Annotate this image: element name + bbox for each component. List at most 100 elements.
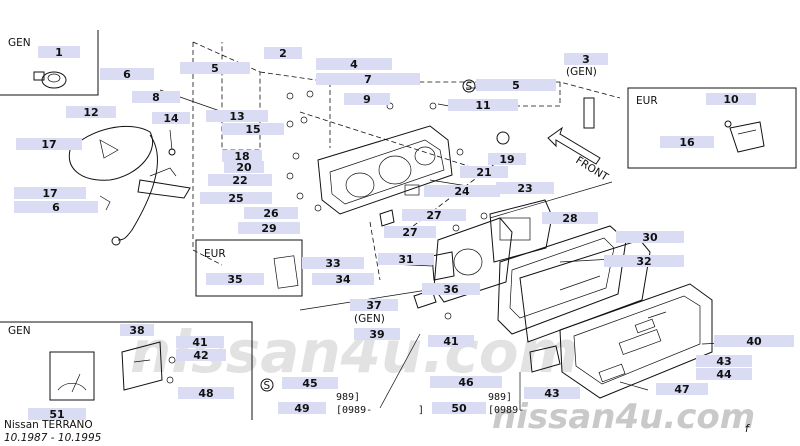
part-screws (166, 90, 488, 384)
part-cluster-lens (497, 225, 651, 343)
part-harness (68, 125, 191, 246)
callout-41a: 41 (176, 336, 224, 349)
callout-number: 24 (454, 185, 470, 198)
gen-box-top: GEN (0, 30, 99, 96)
eur-label-right: EUR (636, 95, 658, 107)
callout-number: 30 (642, 231, 658, 244)
callout-48: 48 (178, 387, 234, 400)
callout-number: 6 (52, 201, 60, 214)
callout-38: 38 (120, 324, 154, 337)
callout-30: 30 (616, 231, 684, 244)
callout-21: 21 (460, 166, 508, 179)
callout-12: 12 (66, 106, 116, 119)
callout-number: 18 (234, 150, 249, 163)
callout-number: 19 (499, 153, 514, 166)
callout-number: 47 (674, 383, 689, 396)
model-period: 10.1987 - 10.1995 (4, 432, 102, 444)
callout-46: 46 (430, 376, 502, 389)
callout-27a: 27 (402, 209, 466, 222)
callout-17b: 17 (14, 187, 86, 200)
callout-number: 16 (679, 136, 695, 149)
callout-22: 22 (208, 174, 272, 187)
callout-number: 27 (402, 226, 417, 239)
callout-6b: 6 (14, 201, 98, 214)
date-code-left: 989] [0989- ] (336, 392, 424, 416)
callout-26: 26 (244, 207, 298, 220)
callout-number: 9 (363, 93, 371, 106)
callout-number: 42 (193, 349, 208, 362)
callout-28: 28 (542, 212, 598, 225)
callout-2: 2 (264, 47, 302, 60)
callout-16: 16 (660, 136, 714, 149)
callout-number: 51 (49, 408, 64, 421)
s-symbol-bottom: S (260, 378, 274, 392)
callout-47: 47 (656, 383, 708, 396)
callout-number: 27 (426, 209, 441, 222)
eur-label-left: EUR (204, 248, 226, 260)
callout-number: 43 (544, 387, 559, 400)
front-arrow: FRONT (547, 126, 611, 184)
callout-31: 31 (378, 253, 434, 266)
callout-number: 3 (582, 53, 590, 66)
callout-number: 12 (83, 106, 98, 119)
callout-number: 28 (562, 212, 577, 225)
callout-20: 20 (224, 161, 264, 174)
callout-7: 7 (316, 73, 420, 86)
callout-number: 1 (55, 46, 63, 59)
callout-27b: 27 (384, 226, 436, 239)
callout-10: 10 (706, 93, 756, 106)
callout-33: 33 (302, 257, 364, 270)
callout-number: 34 (335, 273, 351, 286)
callout-9: 9 (344, 93, 390, 106)
callout-number: 50 (451, 402, 467, 415)
callout-6a: 6 (100, 68, 154, 81)
callout-34: 34 (312, 273, 374, 286)
callout-number: 38 (129, 324, 144, 337)
part-meter-51 (49, 341, 163, 401)
callout-39: 39 (354, 328, 400, 341)
callout-number: 21 (476, 166, 491, 179)
callout-number: 5 (512, 79, 520, 92)
callout-23: 23 (496, 182, 554, 195)
callout-number: 43 (716, 355, 731, 368)
callout-number: 45 (302, 377, 317, 390)
eur-box-left: EUR (195, 239, 303, 297)
callout-number: 8 (152, 91, 160, 104)
gen-note-mid: (GEN) (354, 313, 385, 325)
callout-number: 17 (42, 187, 57, 200)
callout-number: 32 (636, 255, 651, 268)
svg-text:S: S (264, 380, 271, 392)
gen-label-bottom: GEN (8, 325, 31, 337)
callout-number: 29 (261, 222, 276, 235)
callout-35: 35 (206, 273, 264, 286)
callout-number: 7 (364, 73, 372, 86)
callout-number: 20 (236, 161, 252, 174)
model-name: Nissan TERRANO (4, 419, 93, 431)
callout-number: 15 (245, 123, 260, 136)
part-cluster-lid (559, 283, 713, 399)
callout-number: 40 (746, 335, 762, 348)
callout-51: 51 (28, 408, 86, 421)
callout-43a: 43 (696, 355, 752, 368)
callout-number: 41 (443, 335, 458, 348)
callout-number: 23 (517, 182, 532, 195)
part-small-items (273, 97, 765, 373)
callout-number: 33 (325, 257, 340, 270)
gen-note-upper: (GEN) (566, 66, 597, 78)
svg-text:[0989-: [0989- (336, 405, 372, 416)
callout-number: 22 (232, 174, 247, 187)
callout-number: 49 (294, 402, 309, 415)
callout-3: 3 (564, 53, 608, 66)
callout-36: 36 (422, 283, 480, 296)
callout-number: 41 (192, 336, 207, 349)
callout-number: 13 (229, 110, 244, 123)
callout-11: 11 (448, 99, 518, 112)
callout-number: 35 (227, 273, 242, 286)
eur-box-right: EUR (627, 87, 797, 169)
callout-49: 49 (278, 402, 326, 415)
part-meter-housing (317, 125, 453, 215)
callout-14: 14 (152, 112, 190, 125)
callout-number: 48 (198, 387, 213, 400)
